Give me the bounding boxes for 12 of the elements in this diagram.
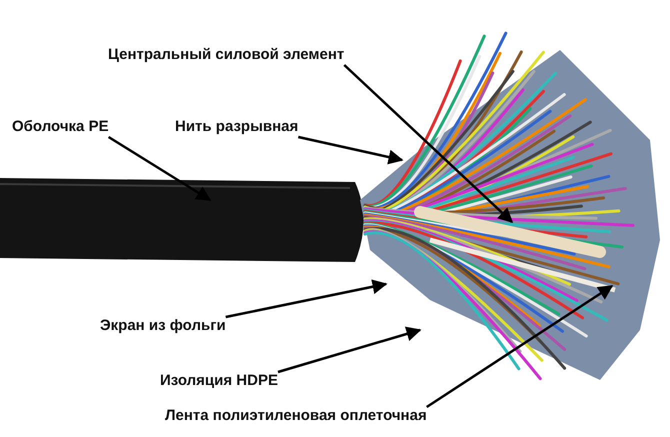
leader-line (298, 136, 404, 164)
callout-label: Экран из фольги (100, 317, 226, 335)
callout-label: Центральный силовой элемент (108, 46, 344, 64)
leader-line (426, 284, 614, 408)
leader-line (343, 64, 514, 224)
callout-label: Изоляция HDPE (160, 372, 278, 390)
callout-label: Нить разрывная (175, 118, 298, 136)
leader-line (278, 326, 422, 374)
leader-line (108, 136, 212, 202)
callout-label: Лента полиэтиленовая оплеточная (165, 407, 427, 425)
leader-line (225, 279, 388, 318)
callout-label: Оболочка PE (12, 118, 109, 136)
